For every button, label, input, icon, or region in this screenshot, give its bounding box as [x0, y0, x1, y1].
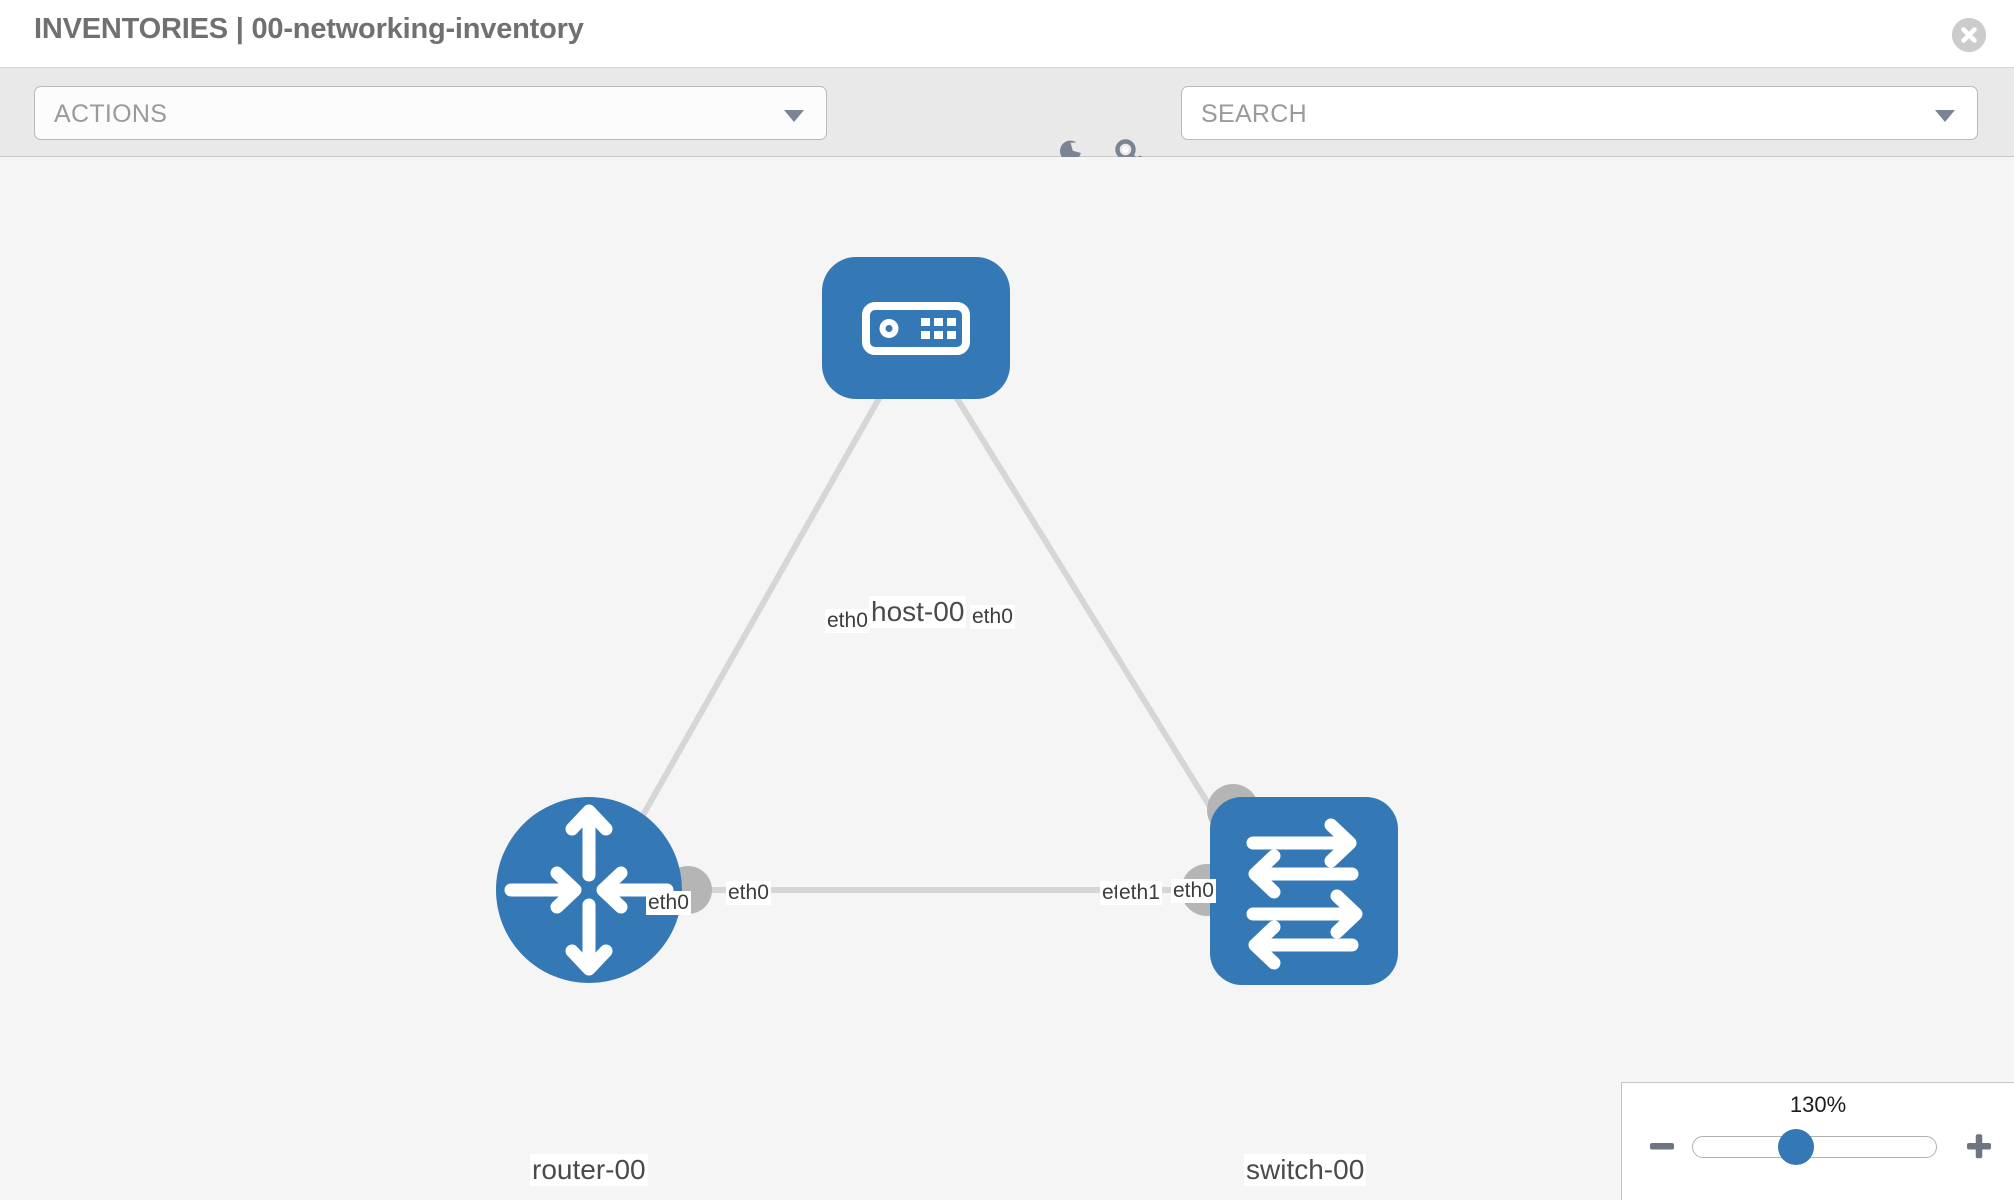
- search-input[interactable]: SEARCH: [1181, 86, 1978, 140]
- toolbar: ACTIONS SEARCH: [0, 68, 2014, 174]
- topology-ports: [664, 347, 1259, 916]
- zoom-slider-handle[interactable]: [1778, 1129, 1814, 1165]
- search-placeholder: SEARCH: [1201, 100, 1307, 128]
- node-switch-00: [1210, 797, 1398, 985]
- router-arrows-icon: [504, 804, 674, 976]
- minus-icon: [1650, 1143, 1674, 1150]
- close-icon-glyph: [1952, 18, 1986, 52]
- zoom-out-button[interactable]: [1647, 1131, 1677, 1161]
- zoom-in-button[interactable]: [1964, 1131, 1994, 1161]
- node-host-00: [822, 257, 1010, 399]
- zoom-slider-track[interactable]: [1692, 1136, 1937, 1158]
- node-label-router-00: router-00: [530, 1154, 648, 1187]
- node-label-switch-00: switch-00: [1244, 1154, 1367, 1187]
- zoom-control-panel: 130%: [1621, 1082, 2014, 1200]
- edge-host-switch: [942, 377, 1238, 849]
- chevron-down-icon[interactable]: [1935, 110, 1955, 122]
- server-device-icon-details: [879, 318, 956, 339]
- close-icon[interactable]: [1952, 18, 1986, 52]
- switch-arrows-icon: [1246, 818, 1363, 970]
- edge-host-router: [622, 377, 893, 849]
- iface-label-switch-left: eth1: [1117, 881, 1162, 906]
- chevron-down-icon: [784, 110, 804, 122]
- iface-label-router-up: eth0: [646, 891, 691, 916]
- page-title: INVENTORIES | 00-networking-inventory: [34, 13, 584, 45]
- iface-label-host-right: eth0: [970, 605, 1015, 630]
- zoom-level-value: 130%: [1789, 1092, 1847, 1117]
- plus-icon: [1967, 1134, 1991, 1159]
- iface-label-host-left: eth0: [825, 609, 870, 634]
- topology-canvas[interactable]: eth0 host-00 eth0 eth0 eth0 eth0 etl eth…: [0, 157, 2014, 1200]
- node-label-host-00: host-00: [869, 596, 967, 629]
- server-device-icon: [862, 302, 970, 355]
- node-router-00: [496, 797, 682, 983]
- actions-dropdown[interactable]: ACTIONS: [34, 86, 827, 140]
- actions-dropdown-label: ACTIONS: [54, 100, 168, 128]
- topology-edges: [622, 377, 1238, 893]
- iface-label-router-right: eth0: [726, 881, 771, 906]
- topology-graph: [496, 257, 1398, 985]
- page-header: INVENTORIES | 00-networking-inventory: [0, 0, 2014, 68]
- iface-label-switch-up: eth0: [1171, 879, 1216, 904]
